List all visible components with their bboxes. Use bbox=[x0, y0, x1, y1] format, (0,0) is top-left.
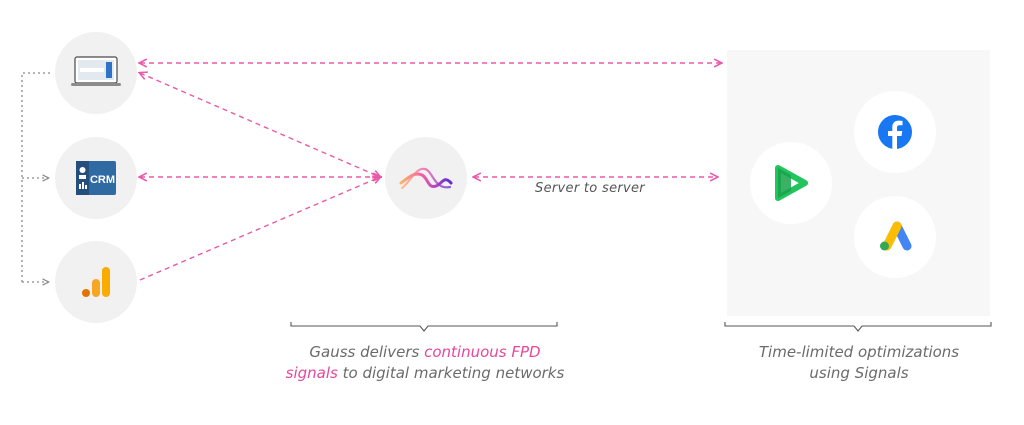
right-brace bbox=[724, 322, 992, 332]
crm-icon-text: CRM bbox=[90, 174, 115, 186]
browser-window-icon bbox=[71, 56, 121, 86]
analytics-to-hub-arrow bbox=[139, 177, 380, 281]
left-caption-text-1: Gauss delivers bbox=[309, 343, 425, 361]
website-to-hub-arrow bbox=[140, 73, 380, 177]
facebook-node bbox=[854, 91, 936, 173]
website-node bbox=[55, 32, 137, 114]
left-brace bbox=[290, 322, 558, 332]
right-caption-line-2: using Signals bbox=[809, 364, 909, 382]
crm-icon: CRM bbox=[76, 161, 116, 195]
analytics-bars-icon bbox=[82, 267, 110, 297]
left-caption-highlight-1: continuous FPD bbox=[424, 343, 541, 361]
left-caption: Gauss delivers continuous FPD signals to… bbox=[250, 342, 600, 384]
hub-node bbox=[385, 137, 467, 219]
facebook-icon bbox=[878, 115, 912, 149]
left-caption-text-2: to digital marketing networks bbox=[337, 364, 565, 382]
google-ads-icon bbox=[880, 221, 912, 251]
gauss-logo-icon bbox=[399, 167, 453, 190]
google-ads-node bbox=[854, 196, 936, 278]
source-bracket bbox=[21, 72, 50, 282]
play-node bbox=[750, 142, 832, 224]
crm-node: CRM bbox=[55, 137, 137, 219]
play-ads-icon bbox=[775, 165, 808, 201]
server-to-server-label: Server to server bbox=[535, 181, 645, 196]
right-caption: Time-limited optimizations using Signals bbox=[725, 342, 993, 384]
right-caption-line-1: Time-limited optimizations bbox=[758, 343, 960, 361]
left-caption-highlight-2: signals bbox=[285, 364, 338, 382]
caption-braces bbox=[290, 322, 992, 332]
analytics-node bbox=[55, 241, 137, 323]
